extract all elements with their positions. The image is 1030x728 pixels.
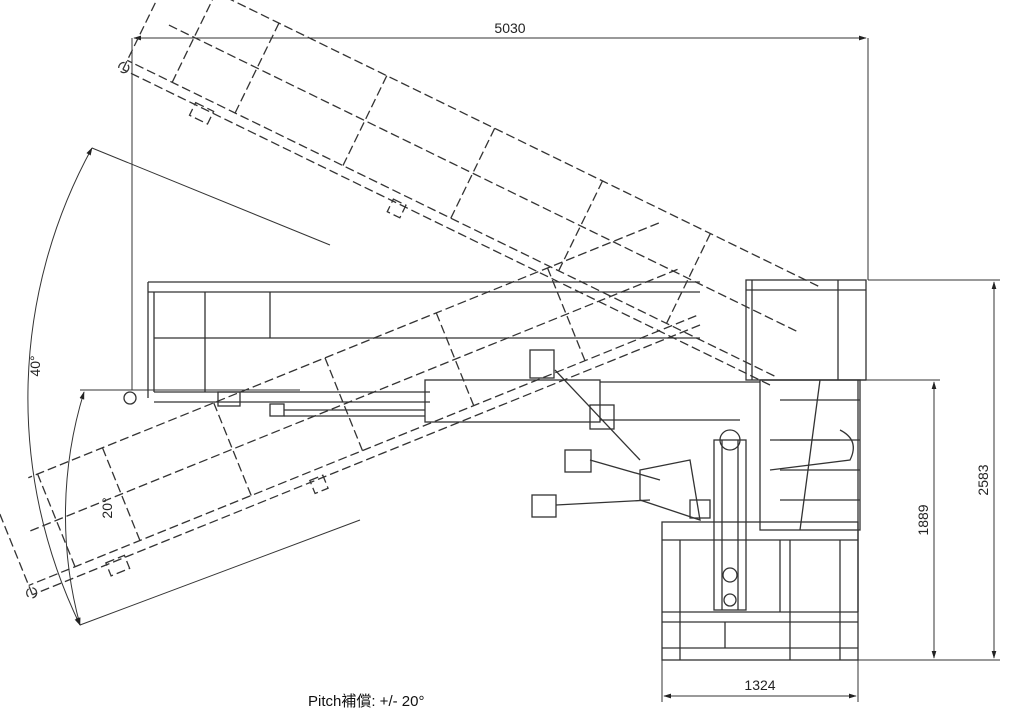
dimension-label-overall-width: 5030	[494, 20, 525, 36]
gangway-horizontal-position	[123, 281, 760, 423]
dimension-label-height-total: 2583	[975, 464, 991, 495]
gangway-upper-position	[112, 0, 819, 397]
angle-inner-arc	[65, 389, 300, 626]
dimension-height-total	[858, 279, 1000, 661]
dimension-base-width	[661, 660, 859, 702]
dimension-height-platform	[866, 379, 940, 659]
pedestal-tower	[529, 279, 867, 661]
angle-label-inner: 20°	[99, 497, 115, 518]
dimension-label-height-platform: 1889	[915, 504, 931, 535]
pitch-compensation-caption: Pitch補償: +/- 20°	[308, 693, 425, 710]
angle-outer-arc	[27, 147, 361, 626]
dimension-overall-width	[131, 35, 869, 390]
angle-label-outer: 40°	[27, 355, 43, 376]
dimension-label-base-width: 1324	[744, 677, 775, 693]
